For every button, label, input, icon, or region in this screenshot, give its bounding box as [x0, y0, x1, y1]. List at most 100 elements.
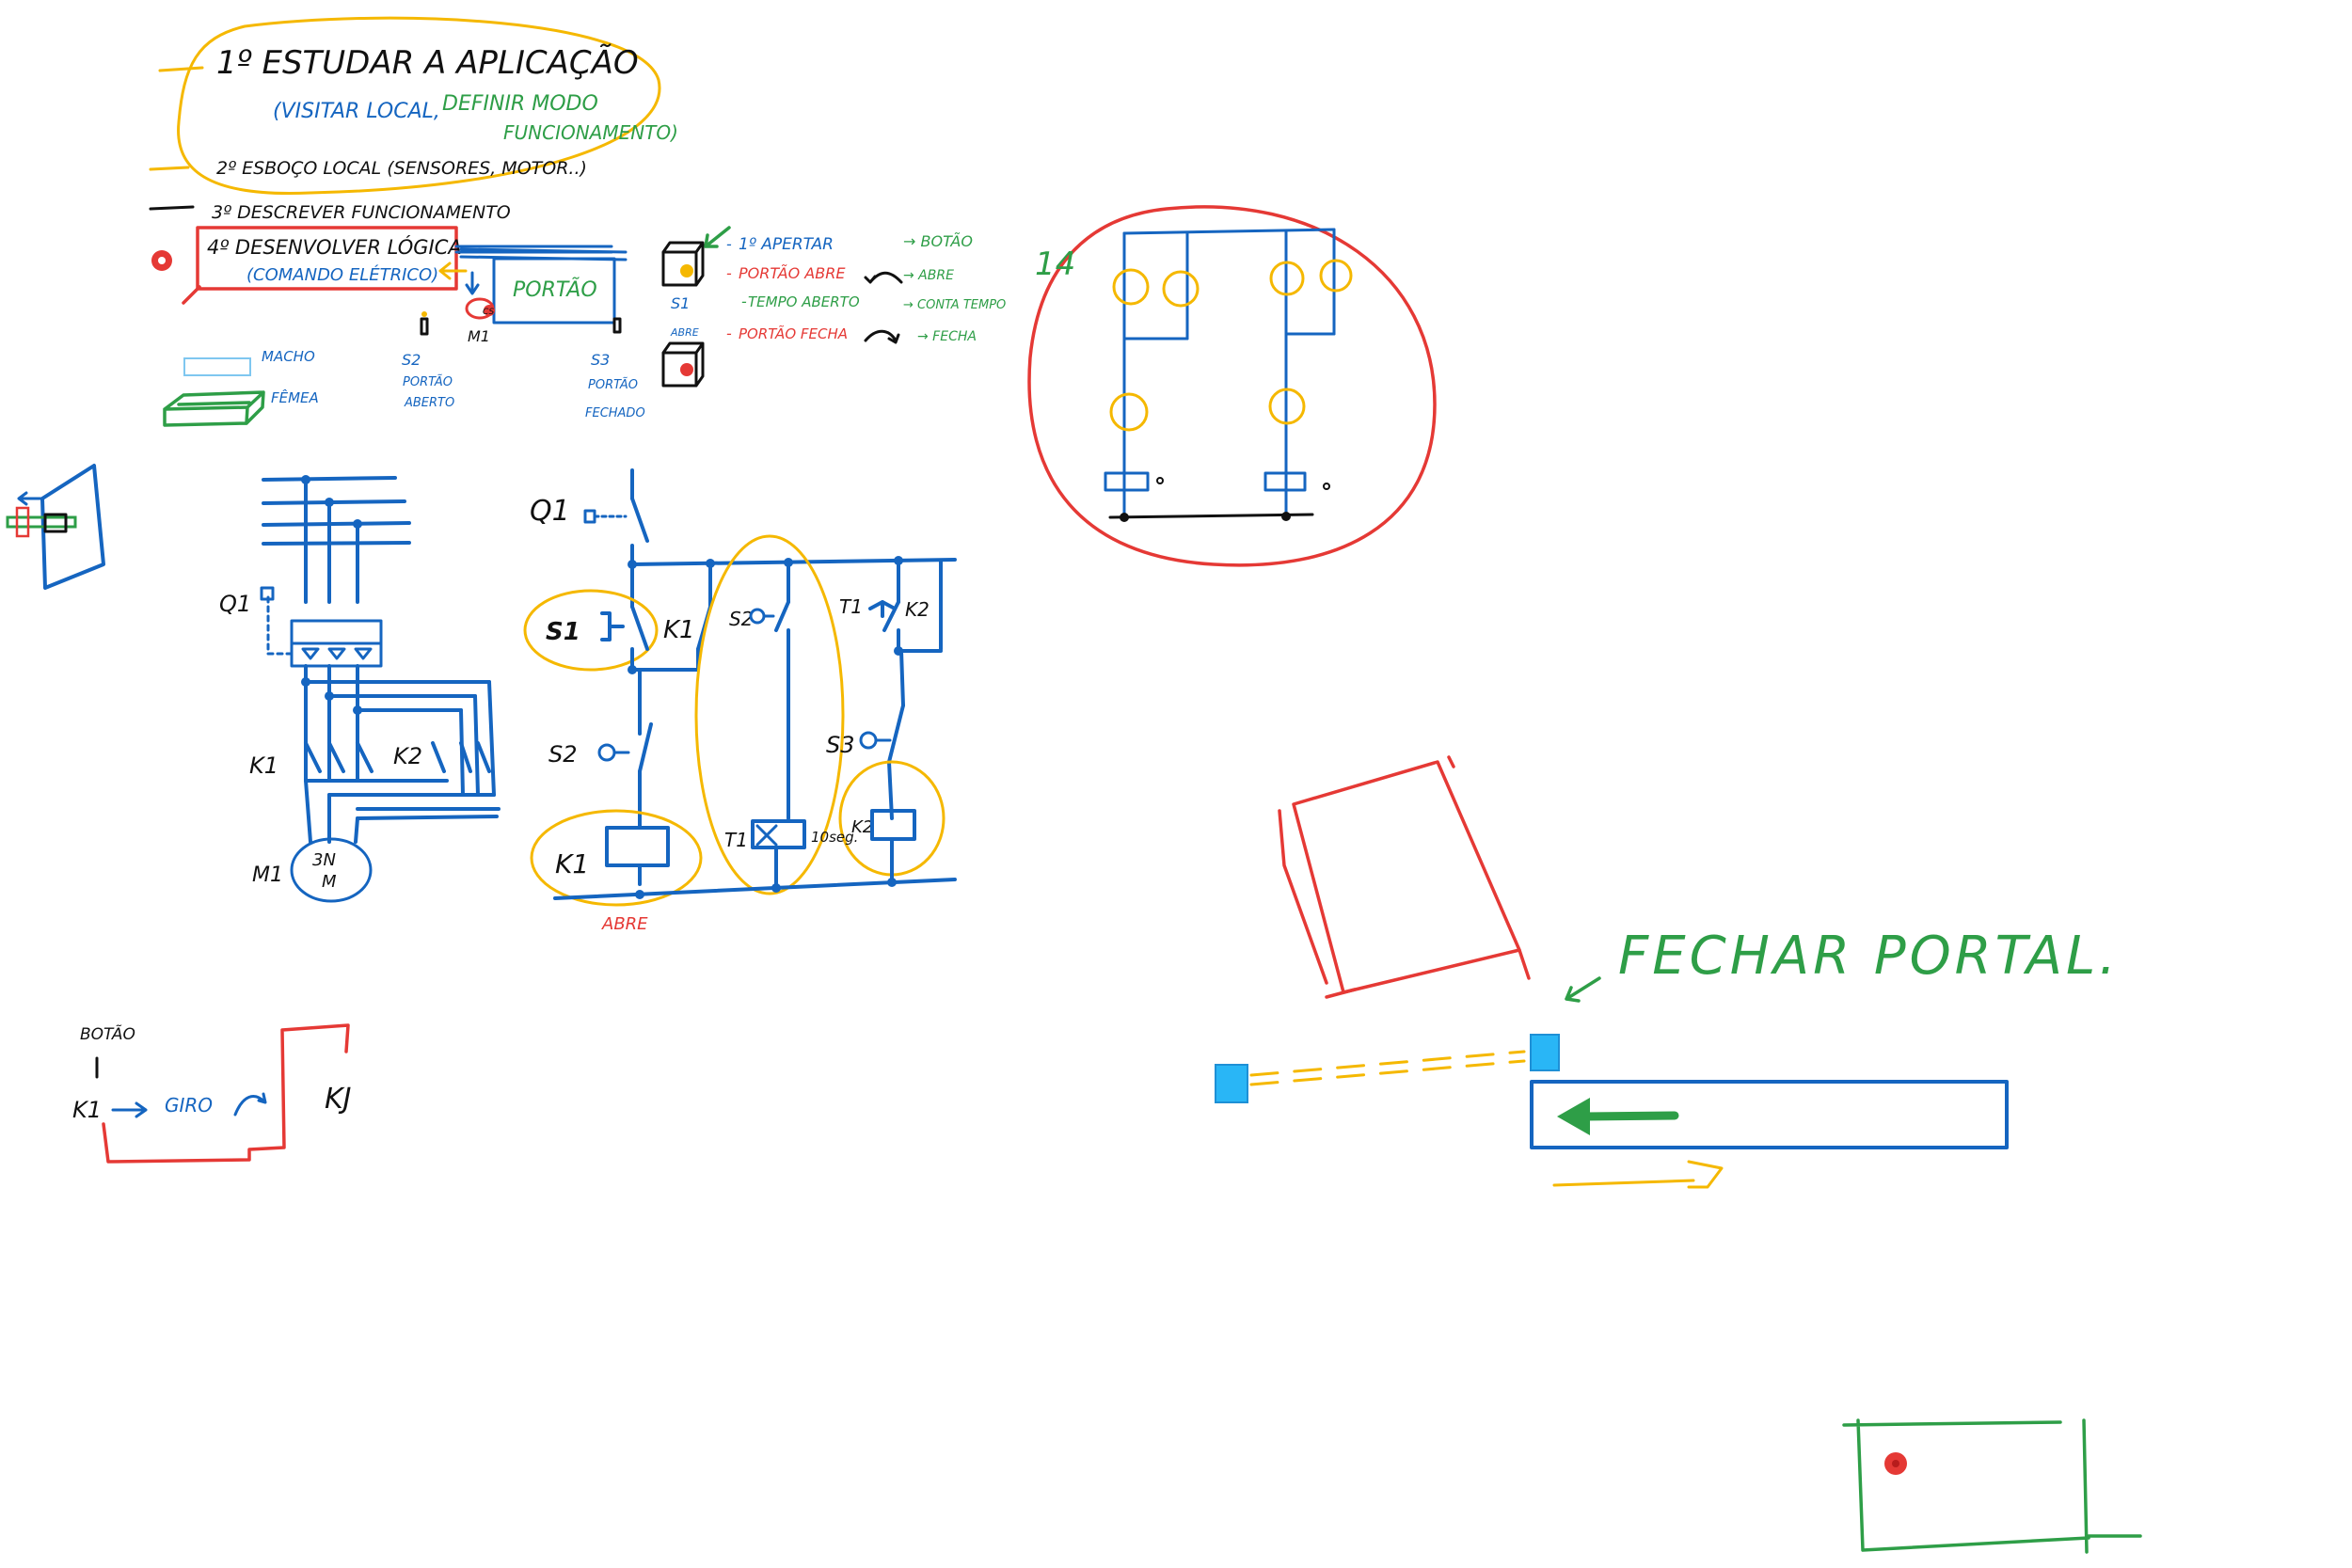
pwr-motor-lead-3	[354, 816, 359, 844]
sequence-list: 1º APERTAR → BOTÃO PORTÃO ABRE → ABRE TE…	[704, 226, 1006, 344]
s2-sub-a: PORTÃO	[403, 374, 453, 389]
gate-close-arrow-icon	[1581, 1111, 1679, 1121]
pwr-node-1	[301, 677, 310, 687]
ctrl-s3-icon	[859, 731, 878, 750]
s1-highlight	[523, 589, 659, 672]
s2-sensor-icon	[420, 317, 429, 336]
ctrl-node-mid-1	[628, 665, 637, 674]
ctrl-s2-icon	[597, 743, 616, 762]
red-square-edge	[1278, 755, 1531, 999]
coil-right-dot	[1323, 483, 1330, 490]
s1-button-dot	[680, 264, 693, 277]
gate-close-arrowhead	[1557, 1098, 1590, 1135]
shaft-block	[43, 513, 68, 533]
t1-coil	[751, 819, 806, 849]
red-square-front	[1292, 760, 1521, 994]
red-ring	[1027, 205, 1437, 567]
red-square-sketch	[1278, 755, 1531, 999]
power-circuit: Q1 K1 K2 3N M	[219, 475, 501, 903]
s3-sub-a: PORTÃO	[588, 377, 638, 392]
pwr-right-3	[459, 708, 465, 797]
step1-highlight-ellipse	[177, 16, 661, 196]
s2-label: S2	[402, 351, 421, 369]
lamp-3	[1269, 261, 1305, 296]
gate-label: PORTÃO	[513, 277, 597, 302]
lamp-1	[1112, 268, 1150, 306]
cyan-sensor-right	[1530, 1034, 1560, 1071]
stop-button-icon	[661, 341, 705, 388]
lamp-2	[1162, 270, 1200, 308]
seq-result-2: → ABRE	[903, 268, 954, 283]
macho-shape	[183, 357, 251, 376]
remote-giro-label: GIRO	[165, 1094, 213, 1117]
ctrl-q1-label: Q1	[530, 495, 570, 528]
step1-dash	[158, 66, 204, 72]
motor-label: M1	[468, 327, 490, 345]
power-k2-label: K2	[393, 743, 422, 769]
seq-dash-3: -	[741, 293, 747, 310]
control-circuit: Q1 S1 K1 S2 T1 K2	[523, 468, 957, 934]
s3-sensor-icon	[612, 317, 622, 334]
step1-note-a: (VISITAR LOCAL,	[273, 100, 440, 123]
remote-kj-label: KJ	[325, 1083, 352, 1116]
k1-contact-2	[327, 741, 345, 773]
seq-dash-4: -	[726, 325, 732, 342]
ctrl-t1-time: 10seg.	[811, 829, 858, 846]
ctrl-s3-label: S3	[826, 732, 855, 758]
breaker-handle	[260, 586, 275, 601]
step4-red-marker-inner	[158, 257, 166, 264]
ctrl-s1-contact	[630, 605, 649, 651]
circle-bus-node-2	[1281, 512, 1291, 521]
motor-m1-icon	[290, 837, 373, 903]
step1-note-c: FUNCIONAMENTO)	[503, 121, 678, 144]
k2-contact-1	[431, 741, 446, 773]
seq-result-1: → BOTÃO	[903, 232, 973, 250]
seq-dash-1: -	[726, 235, 732, 253]
step2-dash	[149, 166, 190, 171]
seq-item-1: 1º APERTAR	[739, 235, 834, 254]
t1-coil-cross	[755, 824, 778, 847]
power-m1-label: M1	[252, 863, 283, 887]
s1-button-icon	[661, 241, 705, 287]
ctrl-s2-top-label: S2	[729, 608, 753, 630]
ctrl-t1-coil-label: T1	[724, 829, 748, 851]
red-dot-marker-inner	[1892, 1460, 1899, 1467]
s2-sensor-dot	[421, 311, 427, 317]
breaker-symbol-3	[354, 647, 373, 660]
plate-shape	[40, 464, 105, 590]
gate-sketch: PORTÃO CS M1 S2 PORTÃO ABERTO S3 PORTÃO …	[163, 241, 705, 427]
circle-top-bus	[1122, 228, 1336, 235]
ctrl-open-label: ABRE	[601, 914, 648, 934]
ctrl-t1-top-contact	[868, 600, 900, 632]
green-box-sketch	[1842, 1418, 2142, 1554]
cyan-sensor-left	[1215, 1064, 1248, 1103]
step4-text-b: (COMANDO ELÉTRICO)	[246, 264, 438, 285]
step4-text-a: 4º DESENVOLVER LÓGICA	[207, 235, 462, 259]
s1-sub: ABRE	[670, 326, 699, 339]
k1-contact-1	[304, 741, 322, 773]
shaft-red	[15, 506, 30, 538]
breaker-symbol-2	[327, 647, 346, 660]
k2-contact-2	[459, 741, 472, 773]
ctrl-k2-top-label: K2	[905, 598, 930, 621]
pwr-right-2	[473, 694, 480, 797]
step4-red-arrow	[182, 285, 201, 305]
green-pointer-arrow	[704, 226, 731, 248]
circle-sketch: 14	[1027, 205, 1437, 567]
power-q1-label: Q1	[219, 591, 251, 617]
ctrl-s2-contact	[638, 722, 653, 773]
ctrl-k2-coil-label: K2	[851, 817, 873, 837]
circle-bottom-bus	[1108, 513, 1314, 519]
femea-label: FÊMEA	[271, 388, 319, 406]
motor-tag: CS	[483, 308, 494, 317]
seq-result-3: → CONTA TEMPO	[903, 298, 1006, 312]
seq-arrow-ccw-icon	[864, 271, 903, 284]
step2-text: 2º ESBOÇO LOCAL (SENSORES, MOTOR..)	[216, 158, 587, 179]
k1-contact-3	[356, 741, 373, 773]
remote-button-label: BOTÃO	[80, 1023, 135, 1044]
ctrl-q1-contact	[630, 497, 649, 543]
ctrl-s3-feed	[899, 649, 905, 707]
pwr-node-3	[353, 705, 362, 715]
step4-box	[196, 226, 458, 291]
